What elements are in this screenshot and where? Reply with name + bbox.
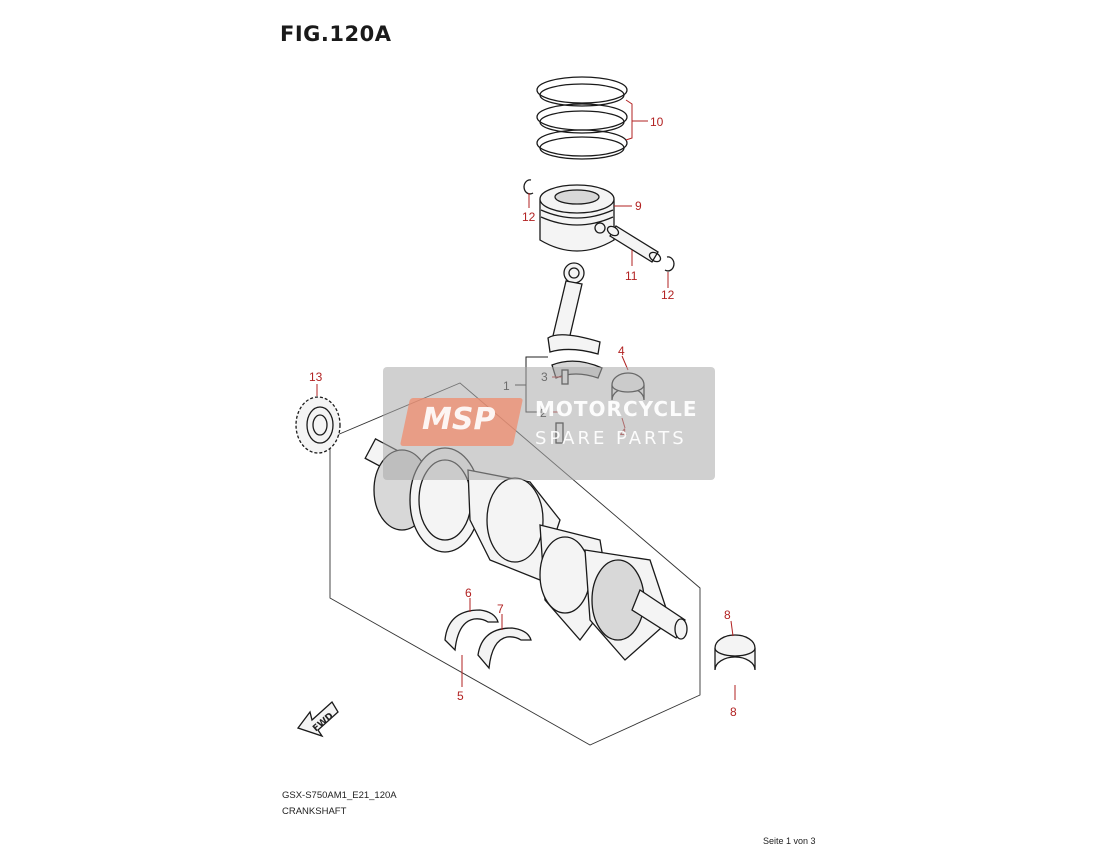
leader-10 <box>625 99 648 141</box>
model-code: GSX-S750AM1_E21_120A <box>282 790 397 801</box>
callout-8a: 8 <box>724 608 731 622</box>
piston <box>539 184 615 252</box>
callout-6: 6 <box>465 586 472 600</box>
figure-title: FIG.120A <box>280 22 392 46</box>
callout-8b: 8 <box>730 705 737 719</box>
crank-gear <box>295 396 341 454</box>
thrust-washer-7 <box>477 627 532 670</box>
fwd-arrow-icon: FWD <box>296 700 339 738</box>
watermark-logo-text: MSP <box>422 402 496 437</box>
callout-13: 13 <box>309 370 323 384</box>
crankshaft <box>364 438 688 661</box>
main-bearing <box>714 634 756 671</box>
callout-9: 9 <box>635 199 642 213</box>
callout-5: 5 <box>457 689 464 703</box>
callout-10: 10 <box>650 115 664 129</box>
connecting-rod <box>547 262 603 385</box>
thrust-washer-6 <box>444 609 499 652</box>
circlip-right <box>664 256 675 272</box>
piston-rings <box>536 76 628 160</box>
page-indicator: Seite 1 von 3 <box>763 836 816 846</box>
watermark-line2: SPARE PARTS <box>535 428 687 449</box>
callout-4a: 4 <box>618 344 625 358</box>
callout-12a: 12 <box>522 210 536 224</box>
circlip-left <box>523 179 534 195</box>
piston-pin <box>606 225 662 263</box>
section-name: CRANKSHAFT <box>282 806 347 817</box>
callout-7: 7 <box>497 602 504 616</box>
callout-12b: 12 <box>661 288 675 302</box>
watermark-line1: MOTORCYCLE <box>535 397 698 421</box>
leader-8a <box>730 620 734 637</box>
callout-11: 11 <box>625 269 638 283</box>
